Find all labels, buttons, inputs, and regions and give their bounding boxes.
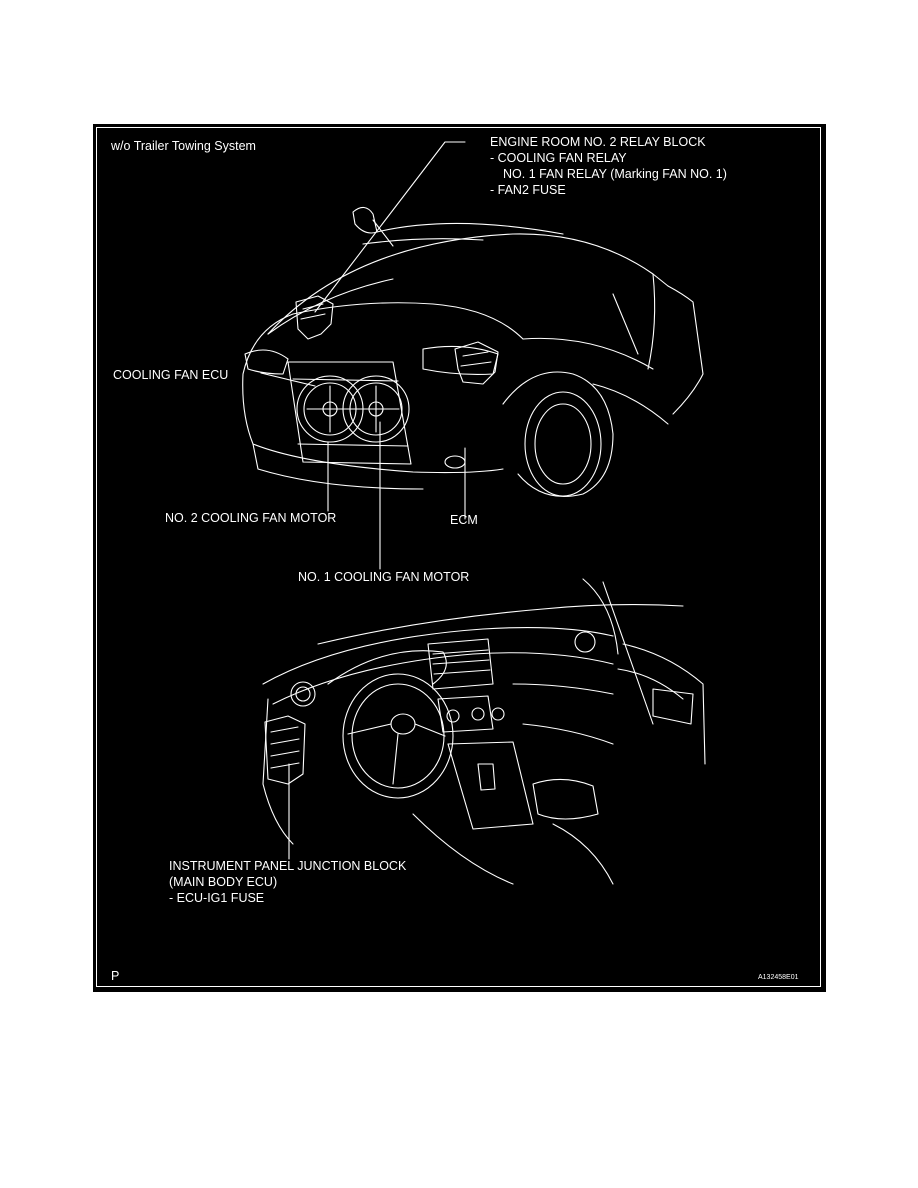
figure-code: A132458E01 <box>758 974 799 981</box>
junction-block-line-1: (MAIN BODY ECU) <box>169 875 278 889</box>
fan-motor-2-label: NO. 2 COOLING FAN MOTOR <box>165 511 337 525</box>
relay-block-line-2: NO. 1 FAN RELAY (Marking FAN NO. 1) <box>503 167 727 181</box>
diagram-frame <box>96 127 821 987</box>
ecm-label: ECM <box>450 513 478 527</box>
vehicle-illustration <box>242 141 706 885</box>
car-front-drawing <box>242 206 704 498</box>
cooling-fan-ecu-label: COOLING FAN ECU <box>113 368 229 382</box>
relay-block-line-3: - FAN2 FUSE <box>490 183 566 197</box>
junction-block-title: INSTRUMENT PANEL JUNCTION BLOCK <box>169 859 407 873</box>
fan-motor-1-label: NO. 1 COOLING FAN MOTOR <box>298 570 470 584</box>
junction-block-line-2: - ECU-IG1 FUSE <box>169 891 265 905</box>
diagram-figure: w/o Trailer Towing System ENGINE ROOM NO… <box>93 124 826 992</box>
corner-mark: P <box>111 969 120 983</box>
relay-block-line-1: - COOLING FAN RELAY <box>490 151 627 165</box>
interior-drawing <box>262 578 706 885</box>
leader-lines-front <box>260 141 466 570</box>
system-title: w/o Trailer Towing System <box>111 139 256 153</box>
relay-block-title: ENGINE ROOM NO. 2 RELAY BLOCK <box>490 135 706 149</box>
